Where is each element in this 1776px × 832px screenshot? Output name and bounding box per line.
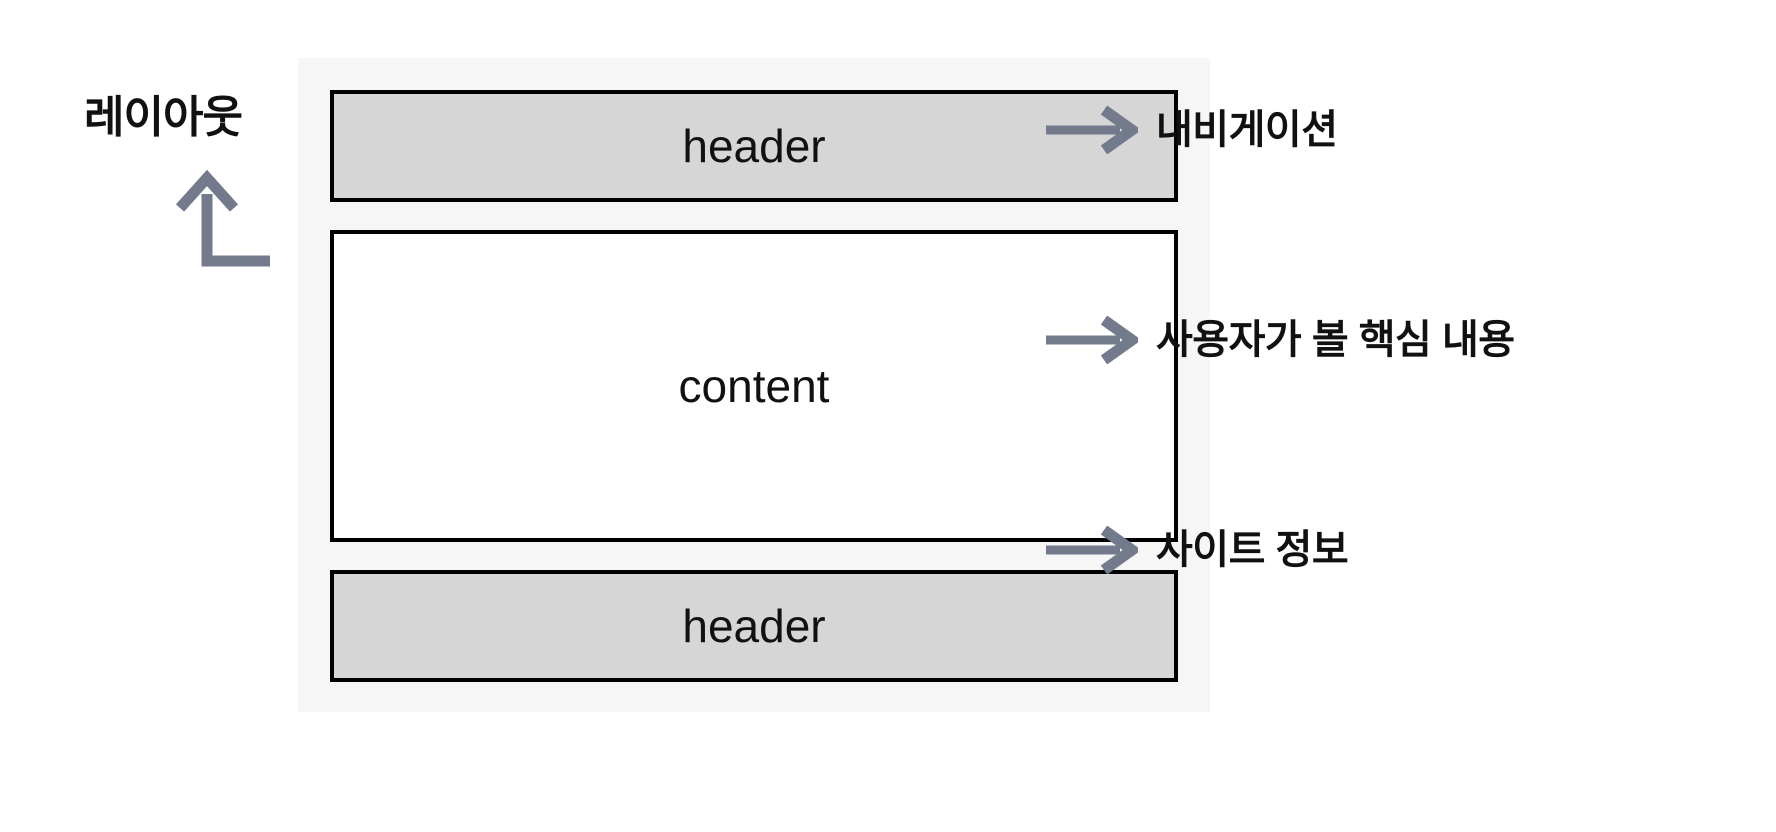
annotation-main-content: 사용자가 볼 핵심 내용 <box>1046 310 1515 370</box>
arrow-right-icon <box>1046 315 1142 365</box>
region-content: content <box>330 230 1178 542</box>
layout-caption: 레이아웃 <box>84 93 243 142</box>
region-header-label: header <box>682 120 826 172</box>
region-header: header <box>330 90 1178 202</box>
annotation-navigation: 내비게이션 <box>1046 100 1338 160</box>
region-content-label: content <box>678 360 830 412</box>
arrow-right-icon <box>1046 525 1142 575</box>
region-footer-label: header <box>682 600 826 652</box>
arrow-right-icon <box>1046 105 1142 155</box>
annotation-site-info: 사이트 정보 <box>1046 520 1349 580</box>
elbow-arrow-up-icon <box>170 160 290 272</box>
annotation-main-content-label: 사용자가 볼 핵심 내용 <box>1156 318 1515 362</box>
annotation-site-info-label: 사이트 정보 <box>1156 528 1349 572</box>
layout-wrapper-box: header content header <box>298 58 1210 712</box>
annotation-navigation-label: 내비게이션 <box>1156 108 1338 152</box>
region-footer: header <box>330 570 1178 682</box>
